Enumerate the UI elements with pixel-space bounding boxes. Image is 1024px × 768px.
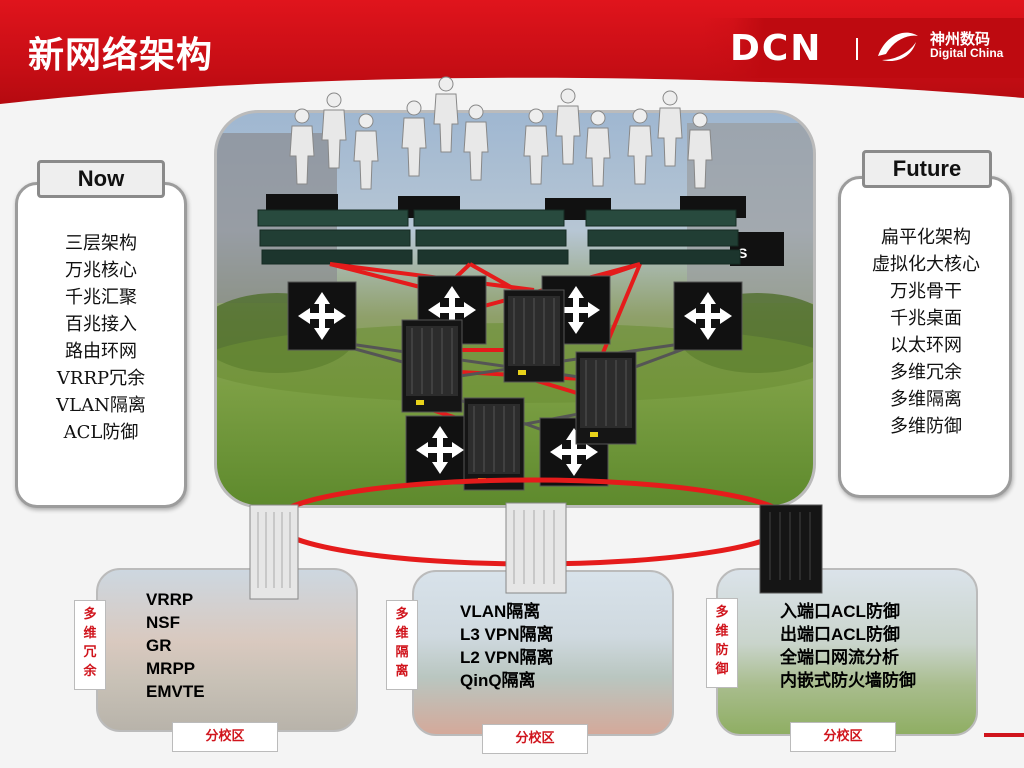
list-item: 内嵌式防火墙防御	[780, 671, 916, 690]
list-item: 千兆桌面	[890, 308, 962, 329]
logo-separator	[856, 38, 858, 60]
list-item: 入端口ACL防御	[780, 602, 900, 621]
list-item: VRRP冗余	[56, 368, 146, 389]
aggregation-switch-icon	[249, 504, 299, 600]
list-item: 多维冗余	[890, 362, 962, 383]
redundancy-tag: 多维冗余	[74, 600, 106, 690]
isolation-tag: 多维隔离	[386, 600, 418, 690]
page-title: 新网络架构	[28, 35, 214, 76]
list-item: VRRP	[146, 590, 194, 609]
brand-name-cn: 神州数码	[930, 30, 991, 48]
list-item: NSF	[146, 613, 180, 632]
list-item: 千兆汇聚	[65, 287, 137, 308]
list-item: 百兆接入	[65, 314, 137, 335]
future-panel	[838, 176, 1012, 498]
list-item: 万兆核心	[65, 260, 137, 281]
now-list: 三层架构 万兆核心 千兆汇聚 百兆接入 路由环网 VRRP冗余 VLAN隔离 A…	[15, 230, 187, 446]
list-item: MRPP	[146, 659, 196, 678]
list-item: VLAN隔离	[460, 602, 541, 621]
branch-1-list: VRRP NSF GR MRPP EMVTE	[146, 588, 205, 703]
list-item: L2 VPN隔离	[460, 648, 554, 667]
list-item: EMVTE	[146, 682, 205, 701]
aggregation-switch-icon	[759, 504, 823, 594]
branch-zone-label: 分校区	[482, 724, 588, 754]
list-item: 万兆骨干	[890, 281, 962, 302]
branch-campus-3	[716, 568, 978, 736]
branch-zone-label: 分校区	[790, 722, 896, 752]
list-item: GR	[146, 636, 172, 655]
aggregation-switch-icon	[505, 502, 567, 594]
list-item: 路由环网	[65, 341, 137, 362]
list-item: 出端口ACL防御	[780, 625, 900, 644]
list-item: VLAN隔离	[56, 395, 146, 416]
list-item: QinQ隔离	[460, 671, 536, 690]
branch-campus-2	[412, 570, 674, 736]
digital-china-logo-icon	[878, 32, 918, 62]
list-item: L3 VPN隔离	[460, 625, 554, 644]
list-item: 以太环网	[890, 335, 962, 356]
list-item: ACL防御	[63, 422, 139, 443]
branch-3-list: 入端口ACL防御 出端口ACL防御 全端口网流分析 内嵌式防火墙防御	[780, 600, 916, 692]
brand-name-en: Digital China	[930, 46, 1004, 60]
list-item: 虚拟化大核心	[872, 254, 980, 275]
list-item: 扁平化架构	[881, 227, 971, 248]
branch-zone-label: 分校区	[172, 722, 278, 752]
branch-campus-1	[96, 568, 358, 732]
now-tab: Now	[37, 160, 165, 198]
accent-line	[984, 733, 1024, 737]
branch-2-list: VLAN隔离 L3 VPN隔离 L2 VPN隔离 QinQ隔离	[460, 600, 554, 692]
future-list: 扁平化架构 虚拟化大核心 万兆骨干 千兆桌面 以太环网 多维冗余 多维隔离 多维…	[840, 224, 1012, 440]
future-tab: Future	[862, 150, 992, 188]
list-item: 三层架构	[65, 233, 137, 254]
list-item: 多维防御	[890, 416, 962, 437]
list-item: 多维隔离	[890, 389, 962, 410]
logo-panel	[700, 18, 1024, 78]
list-item: 全端口网流分析	[780, 648, 899, 667]
switch-badge: S	[738, 245, 747, 261]
defense-tag: 多维防御	[706, 598, 738, 688]
dcn-logo: DCN	[730, 28, 823, 69]
